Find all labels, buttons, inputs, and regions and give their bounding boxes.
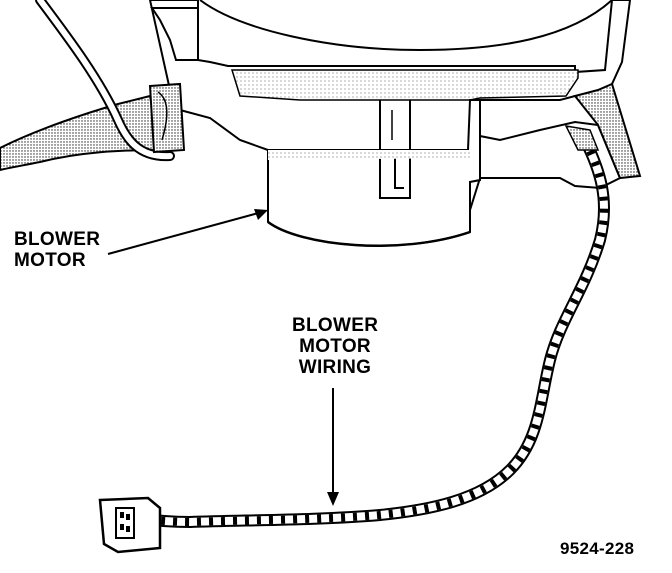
blower-motor-label-line-1: BLOWER xyxy=(14,229,101,250)
wiring-harness xyxy=(129,125,611,529)
leader-arrows xyxy=(107,209,339,506)
blower-motor-wiring-label: BLOWER MOTOR WIRING xyxy=(292,315,378,378)
blower-motor-label-line-2: MOTOR xyxy=(14,250,86,271)
dash-panel xyxy=(0,94,162,172)
blower-motor-body xyxy=(267,99,481,248)
wiring-label-line-1: BLOWER xyxy=(292,315,379,336)
wiring-label-line-2: MOTOR xyxy=(299,336,371,357)
figure-id: 9524-228 xyxy=(560,539,635,558)
blower-motor-label: BLOWER MOTOR xyxy=(14,229,100,271)
wiring-label-line-3: WIRING xyxy=(298,357,372,378)
hose-loop xyxy=(35,0,186,162)
wiring-connector xyxy=(98,496,162,554)
